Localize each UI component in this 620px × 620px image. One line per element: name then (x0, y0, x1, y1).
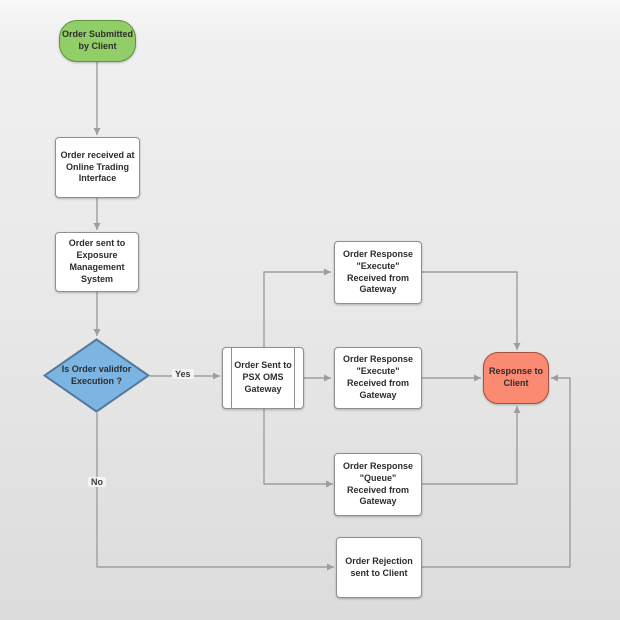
connector-decision-no-to-rejection (96, 413, 334, 571)
connector-gateway-to-response-queue (263, 409, 333, 488)
node-response-to-client-terminator: Response to Client (483, 352, 549, 404)
diamond-shape (43, 338, 150, 413)
node-decision-valid-check: Is Order validfor Execution ? (43, 338, 150, 413)
connector-rejection-to-client (422, 374, 571, 568)
node-response-execute-mid: Order Response "Execute" Received from G… (334, 347, 422, 409)
gateway-label: Order Sent to PSX OMS Gateway (234, 360, 292, 394)
connector-gateway-to-response-top (263, 268, 331, 347)
edge-label-yes: Yes (172, 369, 194, 379)
connector-response-queue-to-client (422, 406, 521, 485)
connector-response-top-to-client (422, 271, 521, 350)
node-start-terminator: Order Submitted by Client (59, 20, 136, 62)
decision-label: Is Order validfor Execution ? (61, 363, 132, 386)
node-response-queue: Order Response "Queue" Received from Gat… (334, 453, 422, 516)
node-response-execute-top: Order Response "Execute" Received from G… (334, 241, 422, 304)
node-psx-oms-gateway: Order Sent to PSX OMS Gateway (222, 347, 304, 409)
node-order-received: Order received at Online Trading Interfa… (55, 137, 140, 198)
diamond-polygon (43, 338, 150, 413)
edge-label-no: No (88, 477, 106, 487)
predefined-process-line-left (231, 348, 232, 408)
node-exposure-system: Order sent to Exposure Management System (55, 232, 139, 292)
predefined-process-line-right (294, 348, 295, 408)
node-order-rejection: Order Rejection sent to Client (336, 537, 422, 598)
